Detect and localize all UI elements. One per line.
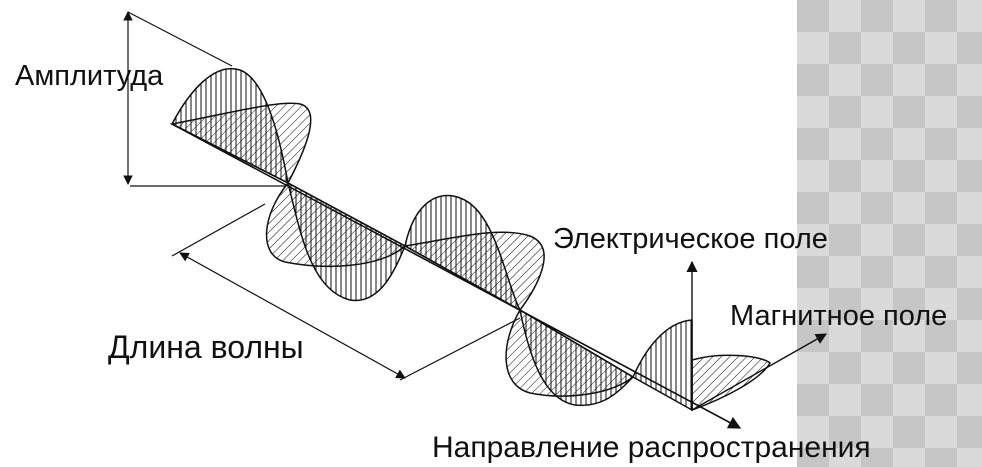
m-lobe-3 <box>402 231 545 311</box>
m-lobe-4 <box>505 308 635 397</box>
amplitude-label: Амплитуда <box>15 60 164 92</box>
magnetic-field-label: Магнитное поле <box>730 300 948 332</box>
magnetic-field-wave <box>169 102 771 412</box>
magnetic-field-arrow <box>691 333 827 411</box>
propagation-axis <box>171 123 742 429</box>
decorative-diamond-pattern <box>797 0 982 467</box>
wavelength-label: Длина волны <box>108 329 304 365</box>
m-lobe-2 <box>265 182 407 268</box>
m-lobe-5 <box>691 354 771 412</box>
amplitude-indicator <box>123 11 285 187</box>
electric-field-label: Электрическое поле <box>553 223 828 255</box>
m-lobe-1 <box>169 102 312 185</box>
e-lobe-5 <box>632 319 693 412</box>
wavelength-indicator <box>171 203 521 381</box>
propagation-direction-label: Направление распространения <box>432 431 871 464</box>
